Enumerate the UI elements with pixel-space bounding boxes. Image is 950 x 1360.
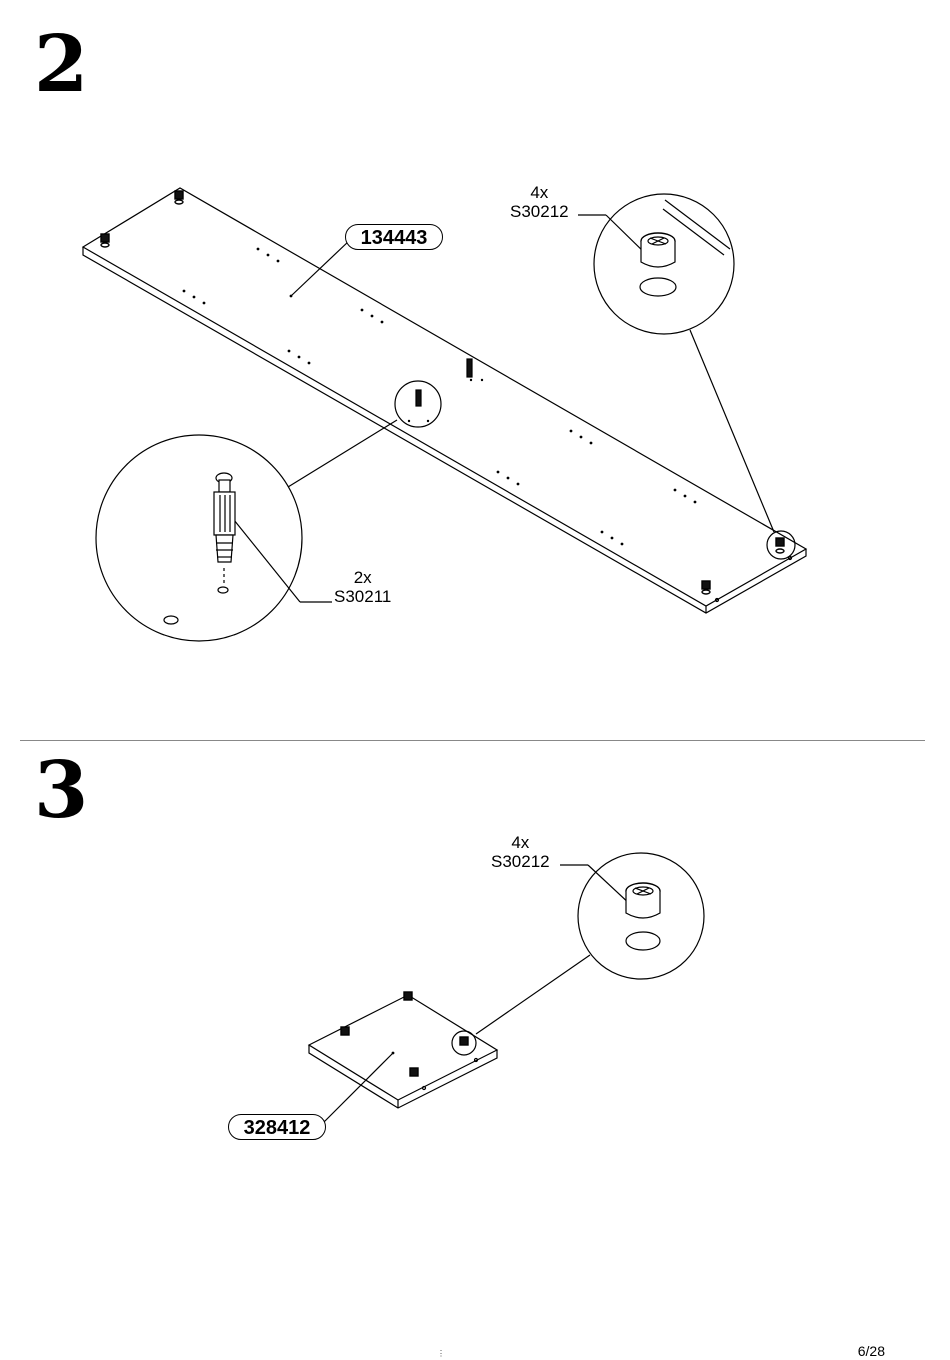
fitting-code: S30212 (491, 853, 550, 870)
cam-lock-detail (640, 233, 676, 296)
part-id-pill: 328412 (228, 1114, 326, 1140)
page-number: 6/28 (858, 1343, 885, 1359)
long-panel-134443 (83, 188, 806, 613)
step-divider (20, 740, 925, 741)
fitting-qty: 4x (491, 834, 550, 851)
fitting-qty: 2x (334, 569, 391, 586)
small-panel-328412 (309, 995, 497, 1108)
step-number: 2 (34, 26, 86, 104)
fitting-qty: 4x (510, 184, 569, 201)
dowel-detail (164, 473, 235, 624)
detail-circle-dowel (96, 435, 302, 641)
fitting-label-cam: 4x S30212 (510, 184, 569, 220)
fitting-label-dowel: 2x S30211 (334, 569, 391, 605)
center-mark: ⋮ (437, 1349, 445, 1358)
step-number: 3 (34, 752, 86, 830)
part-id-pill: 134443 (345, 224, 443, 250)
dowel-small (467, 359, 472, 377)
fitting-code: S30211 (334, 588, 391, 605)
fitting-label-cam: 4x S30212 (491, 834, 550, 870)
fitting-code: S30212 (510, 203, 569, 220)
cam-lock-detail (626, 883, 660, 950)
